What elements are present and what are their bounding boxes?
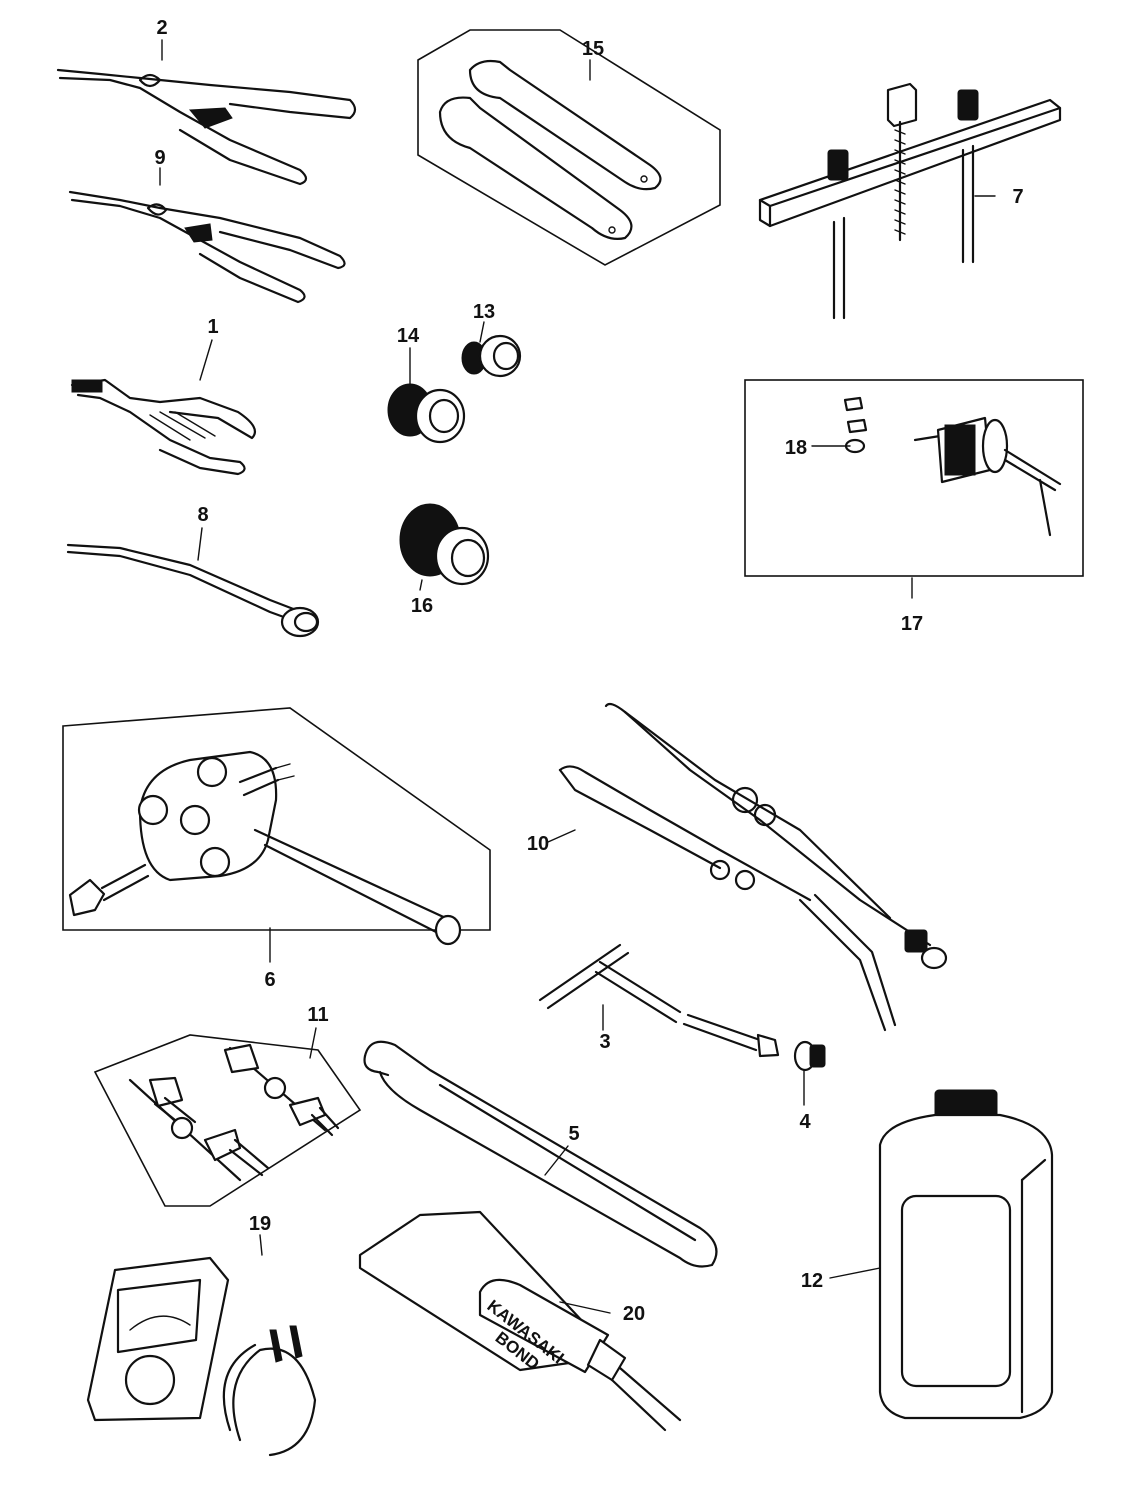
callout-labels: 2 9 1 8 15 7 13 14 16 18 17 6 10 3 4 11 …	[154, 17, 1023, 1325]
part-20-tube: KAWASAKI BOND	[358, 1210, 682, 1432]
part-7-puller	[758, 82, 1062, 320]
part-5-hook-wrench	[363, 1040, 718, 1268]
label-20: 20	[623, 1303, 645, 1325]
label-6: 6	[264, 969, 275, 991]
label-2: 2	[156, 17, 167, 39]
part-12-bottle	[878, 1089, 1054, 1420]
label-5: 5	[568, 1123, 579, 1145]
part-19-tester	[86, 1256, 317, 1457]
label-13: 13	[473, 301, 495, 323]
label-19: 19	[249, 1213, 271, 1235]
label-18: 18	[785, 437, 807, 459]
part-8-rod	[66, 543, 320, 638]
part-6-flywheel-puller	[62, 707, 491, 946]
part-3-t-handle	[538, 943, 780, 1058]
part-13-adapter	[461, 334, 522, 378]
label-1: 1	[207, 316, 218, 338]
label-9: 9	[154, 147, 165, 169]
part-4-cap	[793, 1040, 826, 1072]
part-17-kit-box	[744, 379, 1084, 577]
label-3: 3	[599, 1031, 610, 1053]
part-15-hook-wrenches	[417, 29, 721, 266]
leader-lines	[159, 39, 996, 1314]
part-10-locking-pliers	[558, 702, 948, 1032]
label-10: 10	[527, 833, 549, 855]
label-7: 7	[1012, 186, 1023, 208]
part-14-adapter	[387, 383, 466, 444]
label-11: 11	[307, 1004, 328, 1026]
part-16-adapter	[399, 503, 490, 586]
label-17: 17	[901, 613, 923, 635]
part-9-circlip-pliers	[68, 190, 346, 304]
label-4: 4	[799, 1111, 811, 1133]
part-1-pliers	[70, 378, 256, 476]
label-12: 12	[801, 1270, 823, 1292]
label-14: 14	[397, 325, 420, 347]
part-2-circlip-pliers	[56, 68, 357, 186]
label-8: 8	[197, 504, 208, 526]
label-15: 15	[582, 38, 604, 60]
label-16: 16	[411, 595, 433, 617]
part-11-plug-tools	[93, 1034, 362, 1207]
part-18-nozzles	[843, 396, 868, 454]
